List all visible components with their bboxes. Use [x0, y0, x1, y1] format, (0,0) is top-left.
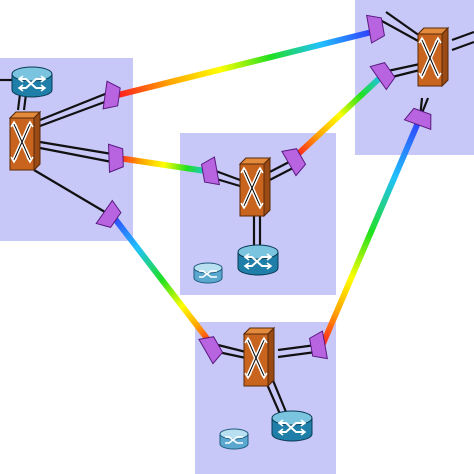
router-light-bottom [219, 428, 249, 450]
router-light-center [193, 262, 223, 284]
router-bottom [271, 410, 313, 442]
mux-left-middle [108, 143, 124, 173]
optical-link-left-topright [117, 29, 373, 98]
wiring-left [0, 78, 113, 216]
crossconnect-switch-left [8, 110, 42, 172]
crossconnect-switch-center [238, 156, 272, 218]
optical-link-center-topright [294, 72, 386, 158]
optical-link-left-center [117, 155, 213, 175]
crossconnect-switch-topright [416, 26, 450, 88]
crossconnect-switch-bottom [242, 326, 276, 388]
router-left [11, 66, 53, 98]
wiring-bottom [217, 343, 317, 415]
router-center [237, 244, 279, 276]
optical-link-left-bottom [109, 213, 215, 347]
optical-link-topright-bottom [319, 116, 423, 348]
